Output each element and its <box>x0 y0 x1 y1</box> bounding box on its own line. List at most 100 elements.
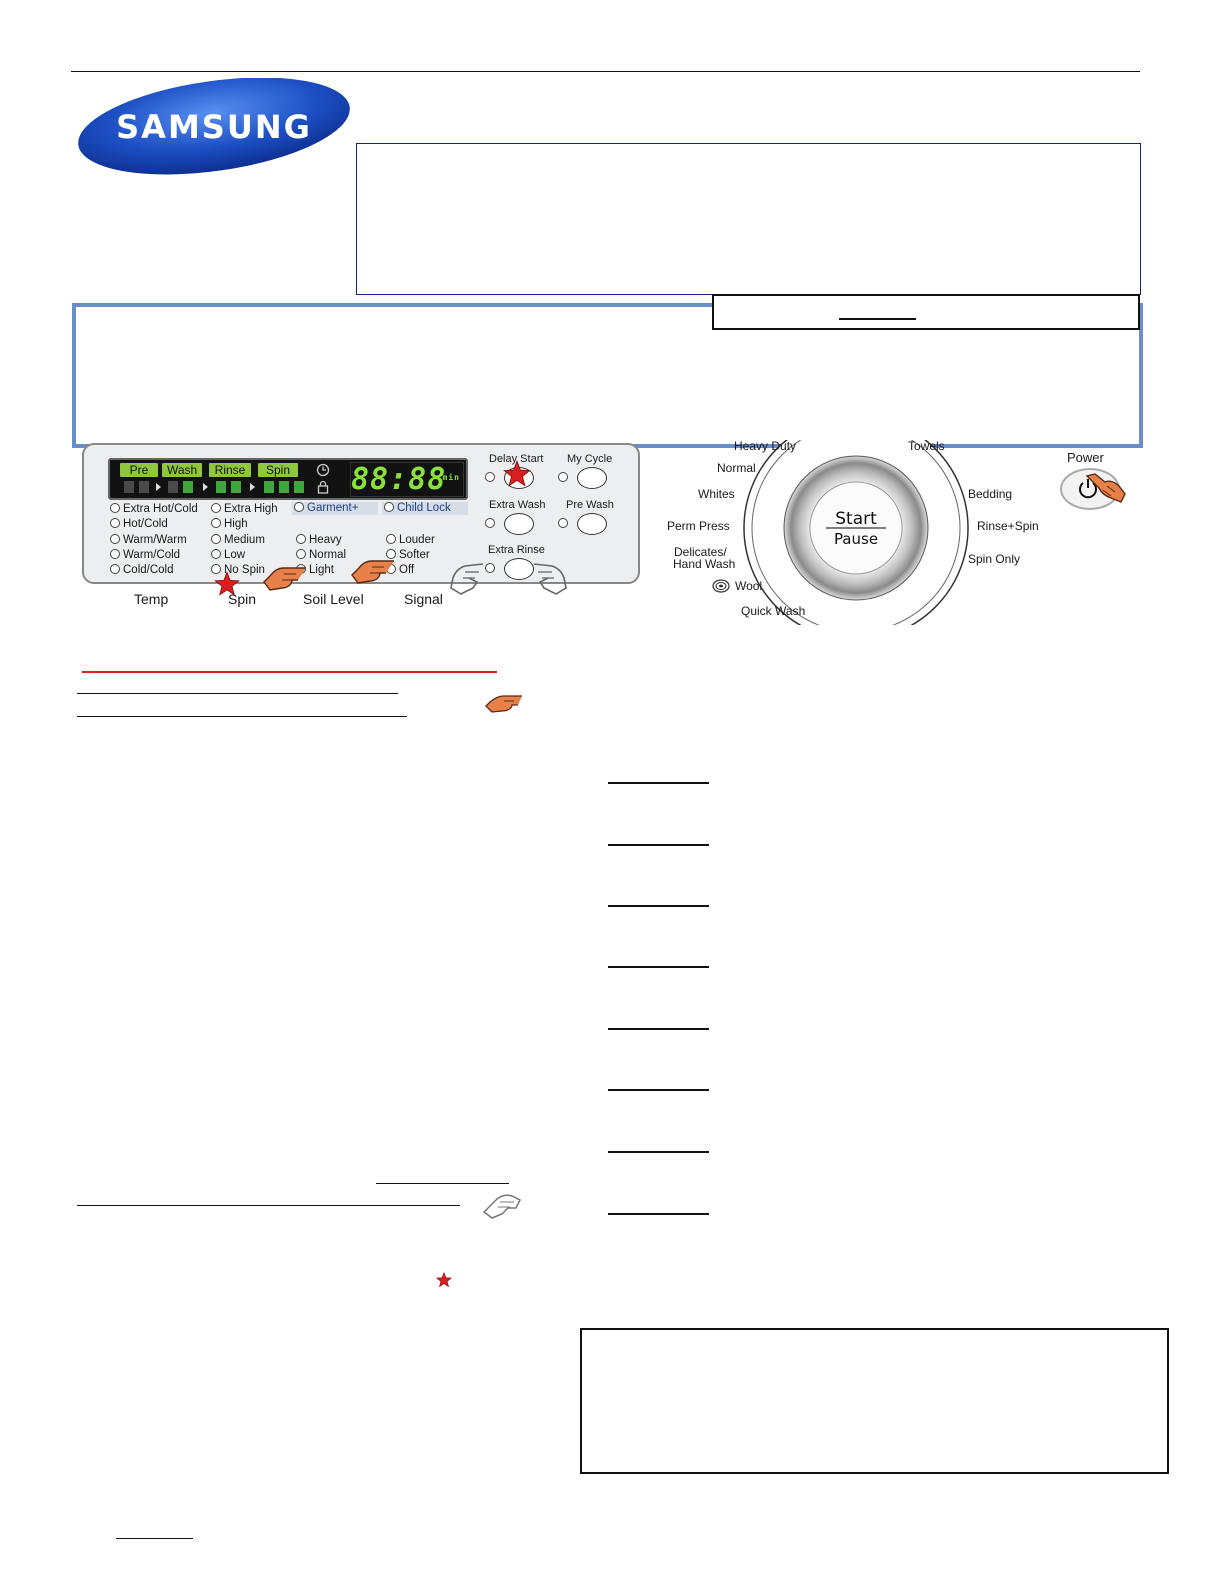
spin-option: Medium <box>211 533 265 547</box>
progress-arrow <box>203 483 208 491</box>
my-cycle-led <box>558 472 568 482</box>
underline-rule <box>77 1205 460 1206</box>
label-box <box>712 294 1140 330</box>
cycle-whites[interactable]: Whites <box>698 487 735 501</box>
underline-rule <box>77 693 398 694</box>
pointing-hand-icon <box>1085 473 1126 503</box>
knob-label-soil-level: Soil Level <box>303 591 364 607</box>
pre-wash-led <box>558 518 568 528</box>
footer-rule <box>116 1538 193 1539</box>
progress-segment <box>168 481 178 493</box>
logo-text: SAMSUNG <box>116 108 312 146</box>
wool-icon <box>712 579 730 593</box>
progress-segment <box>294 481 304 493</box>
pre-wash-button[interactable] <box>577 513 607 535</box>
cycle-hand-wash[interactable]: Hand Wash <box>673 557 736 571</box>
hand-outline-icon <box>533 563 567 595</box>
pointing-hand-icon <box>485 695 522 713</box>
cycle-heavy-duty[interactable]: Heavy Duty <box>734 439 797 453</box>
fill-blank-line <box>608 782 709 784</box>
signal-option: Softer <box>386 548 430 562</box>
fill-blank-line <box>608 905 709 907</box>
fill-blank-line <box>608 1213 709 1215</box>
delay-start-label: Delay Start <box>489 453 544 465</box>
cycle-step-pre: Pre <box>120 463 158 477</box>
progress-segment <box>124 481 134 493</box>
pointing-hand-icon <box>351 560 394 584</box>
red-rule <box>82 671 497 673</box>
power-icon <box>1079 479 1097 499</box>
fill-blank-line <box>608 844 709 846</box>
fill-blank-line <box>608 1151 709 1153</box>
soil-option: Normal <box>296 548 346 562</box>
star-icon <box>503 460 531 487</box>
pause-label: Pause <box>834 530 878 548</box>
cycle-towels[interactable]: Towels <box>908 439 945 453</box>
my-cycle-button[interactable] <box>577 467 607 489</box>
cycle-step-spin: Spin <box>258 463 298 477</box>
temp-option: Hot/Cold <box>110 517 168 531</box>
header-rule <box>71 71 1140 72</box>
temp-option: Extra Hot/Cold <box>110 502 198 516</box>
star-icon <box>214 571 240 596</box>
spin-option: High <box>211 517 248 531</box>
progress-segment <box>183 481 193 493</box>
cycle-delicates[interactable]: Delicates/ <box>674 545 727 559</box>
power-label: Power <box>1067 450 1104 465</box>
progress-segment <box>139 481 149 493</box>
control-panel: Pre Wash Rinse Spin 88:88 min Extra Hot/… <box>82 443 640 584</box>
start-label: Start <box>835 509 877 529</box>
knob-label-temp: Temp <box>134 591 169 607</box>
garment-plus-indicator: Garment+ <box>292 502 378 515</box>
progress-segment <box>279 481 289 493</box>
cycle-bedding[interactable]: Bedding <box>968 487 1013 501</box>
pointing-hand-icon <box>263 567 306 591</box>
my-cycle-label: My Cycle <box>567 453 613 465</box>
samsung-logo: SAMSUNG <box>78 78 350 175</box>
hand-outline-icon <box>450 563 484 595</box>
cycle-wool[interactable]: Wool <box>735 579 763 593</box>
fill-blank-line <box>608 1089 709 1091</box>
pre-wash-label: Pre Wash <box>566 499 614 511</box>
hand-outline-icon <box>482 1194 522 1219</box>
extra-wash-led <box>485 518 495 528</box>
soil-option: Light <box>296 563 334 577</box>
cycle-dial[interactable]: Start Pause <box>738 440 978 625</box>
signal-option: Louder <box>386 533 435 547</box>
extra-wash-label: Extra Wash <box>489 499 546 511</box>
star-icon <box>436 1272 452 1288</box>
extra-rinse-led <box>485 563 495 573</box>
underline-rule <box>77 716 407 717</box>
progress-segment <box>216 481 226 493</box>
signal-option: Off <box>386 563 414 577</box>
progress-segment <box>264 481 274 493</box>
cycle-perm-press[interactable]: Perm Press <box>667 519 730 533</box>
temp-option: Warm/Cold <box>110 548 180 562</box>
temp-option: Cold/Cold <box>110 563 174 577</box>
lock-icon <box>317 480 329 494</box>
spin-option: Low <box>211 548 245 562</box>
delay-start-led <box>485 472 495 482</box>
underline-rule <box>376 1183 509 1184</box>
progress-segment <box>231 481 241 493</box>
progress-arrow <box>250 483 255 491</box>
label-box-blank <box>839 318 916 320</box>
fill-blank-line <box>608 966 709 968</box>
time-value: 88:88 <box>351 462 447 497</box>
soil-option: Heavy <box>296 533 342 547</box>
extra-wash-button[interactable] <box>504 513 534 535</box>
status-display: Pre Wash Rinse Spin 88:88 min <box>108 458 468 500</box>
knob-label-signal: Signal <box>404 591 443 607</box>
time-display: 88:88 min <box>350 462 464 497</box>
fill-blank-line <box>608 1028 709 1030</box>
spin-option: Extra High <box>211 502 278 516</box>
temp-option: Warm/Warm <box>110 533 187 547</box>
spin-option: No Spin <box>211 563 265 577</box>
extra-rinse-button[interactable] <box>504 558 534 580</box>
cycle-spin-only[interactable]: Spin Only <box>968 552 1021 566</box>
knob-label-spin: Spin <box>228 591 257 607</box>
cycle-quick-wash[interactable]: Quick Wash <box>741 604 806 618</box>
cycle-normal[interactable]: Normal <box>717 461 756 475</box>
cycle-rinse-spin[interactable]: Rinse+Spin <box>977 519 1039 533</box>
child-lock-indicator: Child Lock <box>382 502 468 515</box>
